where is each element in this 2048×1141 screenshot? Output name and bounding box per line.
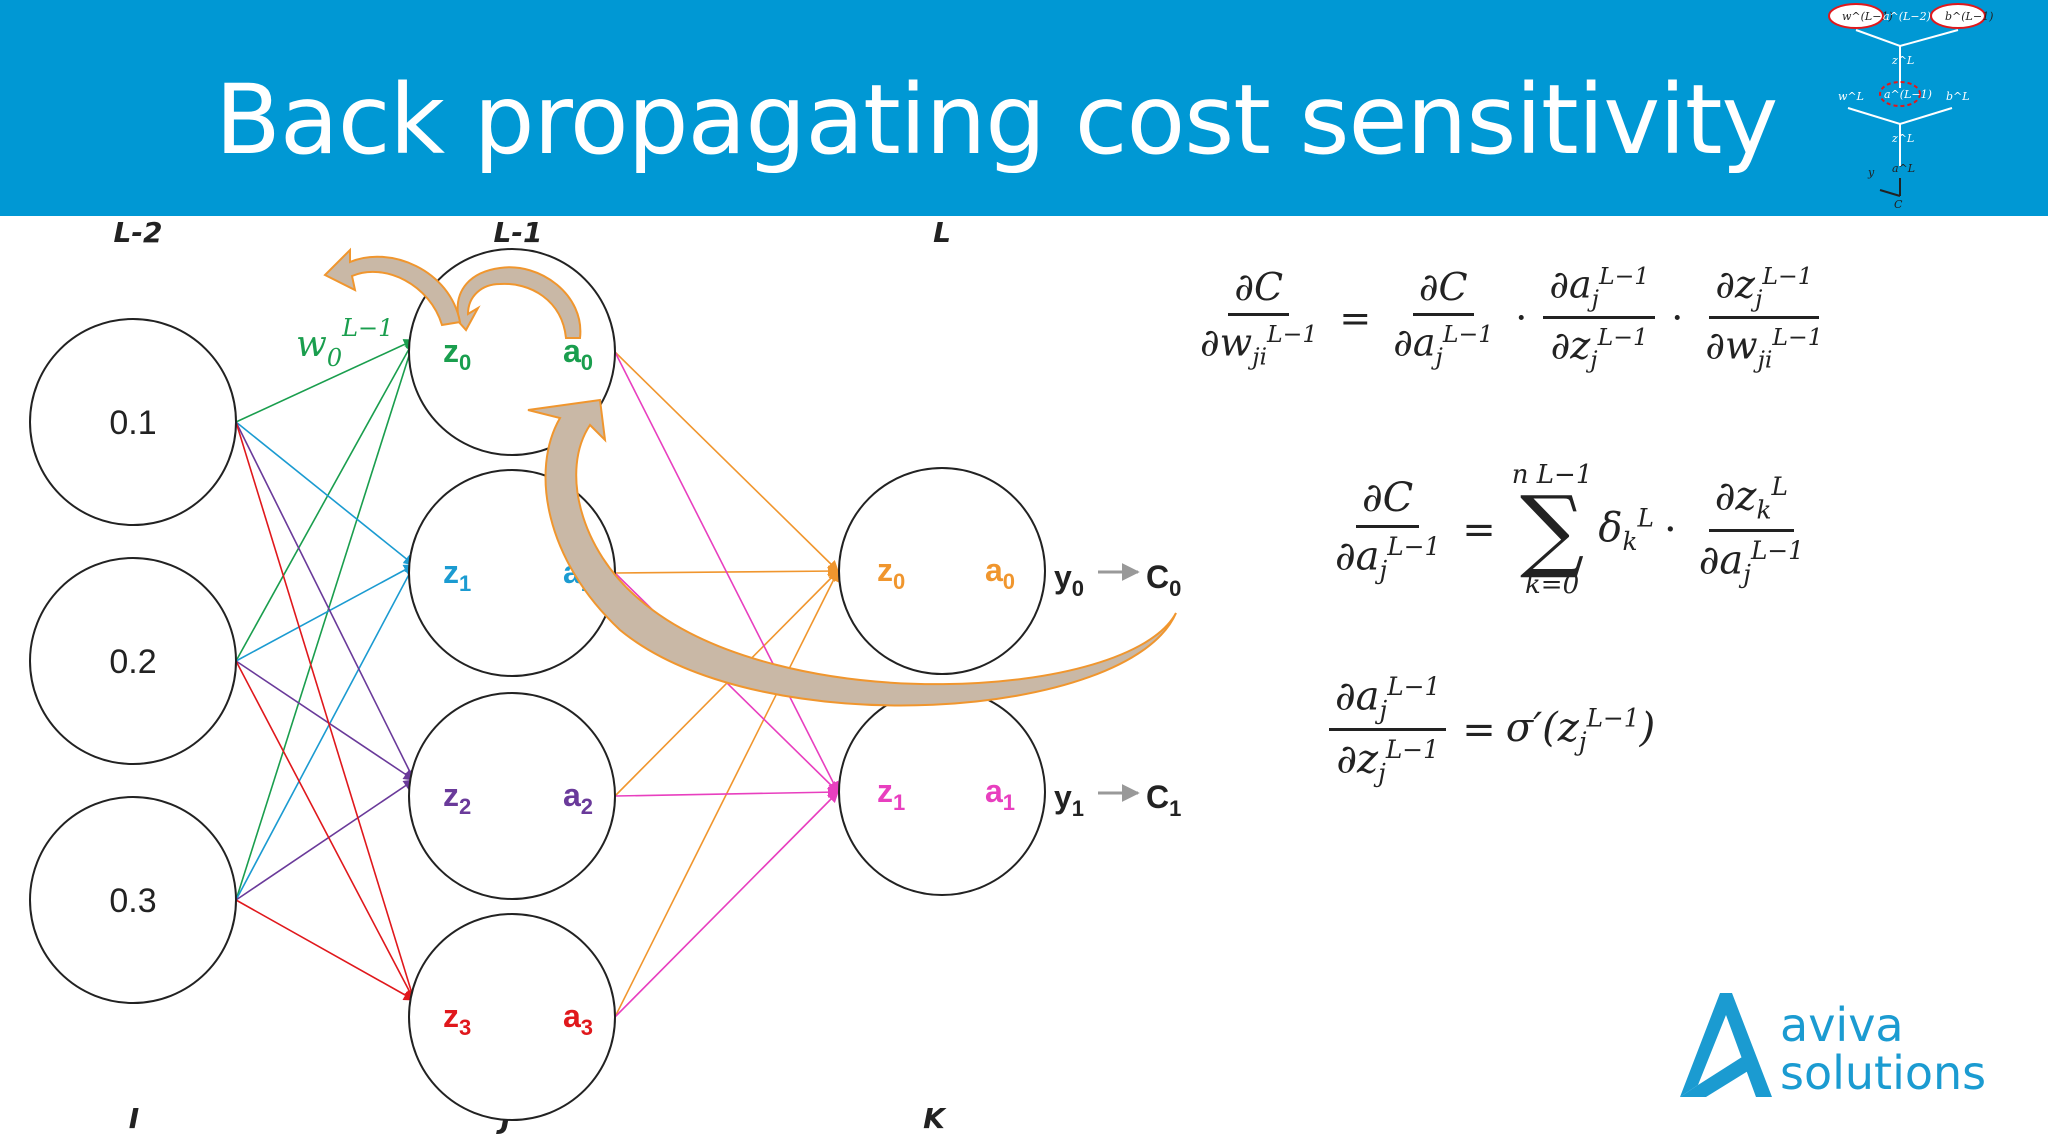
weight-connections (235, 338, 840, 1018)
mini-node-a-l-1 (1879, 81, 1921, 107)
aviva-solutions-logo: aviva solutions (1672, 985, 2002, 1105)
mini-label-w-l: w^L (1838, 90, 1864, 103)
edge-hidden-2-to-output-1 (614, 786, 840, 798)
sum-upper-limit: n L−1 (1511, 460, 1593, 490)
mini-label-y: y (1867, 166, 1875, 179)
logo-text-aviva: aviva (1780, 998, 1904, 1052)
output-a-1: a1 (985, 773, 1015, 815)
mini-label-a-l-2: a^(L−2) (1883, 10, 1931, 23)
mini-label-b-l-1: b^(L−1) (1945, 10, 1993, 23)
layer-label-l-2: L-2 (114, 216, 163, 249)
edge-input-2-to-hidden-2 (235, 779, 415, 901)
edge-input-2-to-hidden-0 (235, 338, 417, 901)
slide-title: Back propagating cost sensitivity (215, 64, 1778, 176)
input-node-0 (29, 318, 237, 526)
logo-mark-icon: aviva solutions (1680, 993, 1986, 1100)
edge-input-1-to-hidden-1 (235, 564, 415, 662)
output-cost-1: C1 (1146, 779, 1181, 821)
edge-input-2-to-hidden-3 (235, 899, 415, 1001)
edge-hidden-3-to-output-1 (614, 791, 839, 1018)
edge-input-0-to-hidden-1 (235, 421, 415, 566)
output-node-0 (838, 467, 1046, 675)
mini-label-b-l: b^L (1946, 90, 1970, 103)
mini-node-b-l-1 (1930, 3, 1986, 29)
mini-computational-graph: w^(L−1) a^(L−2) b^(L−1) z^L w^L a^(L−1) … (1828, 3, 1993, 211)
edge-hidden-0-to-output-1 (614, 351, 839, 793)
output-a-0: a0 (985, 552, 1015, 594)
edge-input-0-to-hidden-0 (235, 339, 416, 423)
edge-input-0-to-hidden-3 (235, 421, 417, 1002)
z0-to-weight-arrow (323, 247, 462, 327)
hidden-z-1: z1 (443, 554, 471, 596)
sum-lower-limit: k=0 (1525, 570, 1580, 600)
edge-input-1-to-hidden-0 (235, 339, 415, 662)
output-y-1: y1 (1054, 779, 1084, 821)
input-node-2 (29, 796, 237, 1004)
edge-hidden-0-to-output-0 (614, 351, 839, 572)
equation-chain-rule-weight: ∂C∂wjiL−1=∂C∂ajL−1·∂ajL−1∂zjL−1·∂zjL−1∂w… (1200, 262, 1823, 374)
layer-label-l-1: L-1 (494, 216, 543, 249)
logo-text-solutions: solutions (1780, 1046, 1986, 1100)
output-z-1: z1 (877, 773, 905, 815)
weight-label: w0L−1 (296, 314, 393, 372)
input-value-2: 0.3 (109, 882, 156, 920)
output-y-0: y0 (1054, 559, 1084, 601)
input-value-1: 0.2 (109, 643, 156, 681)
mini-label-z-l-2: z^L (1891, 132, 1914, 145)
large-backprop-arrow (527, 398, 1177, 707)
hidden-node-3 (408, 913, 616, 1121)
hidden-a-2: a2 (563, 777, 593, 819)
layer-index-i: I (129, 1102, 139, 1135)
output-cost-0: C0 (1146, 559, 1181, 601)
mini-label-a-l: a^L (1892, 162, 1915, 175)
backprop-arrows (323, 247, 1177, 707)
edge-input-2-to-hidden-1 (235, 564, 415, 901)
mini-node-w-l-1 (1828, 3, 1884, 29)
title-banner (0, 0, 2048, 216)
input-value-0: 0.1 (109, 404, 156, 442)
hidden-z-2: z2 (443, 777, 471, 819)
edge-input-1-to-hidden-2 (235, 660, 415, 781)
mini-label-z-l-1: z^L (1891, 54, 1914, 67)
input-node-1 (29, 557, 237, 765)
edge-input-1-to-hidden-3 (235, 660, 415, 1001)
hidden-z-0: z0 (443, 333, 471, 375)
mini-label-w-l-1: w^(L−1) (1842, 10, 1893, 23)
layer-index-k: K (923, 1102, 947, 1135)
layer-label-l: L (933, 216, 951, 249)
hidden-node-2 (408, 692, 616, 900)
equation-sigma-derivative: ∂ajL−1∂zjL−1=σ′(zjL−1) (1323, 672, 1655, 788)
hidden-a-3: a3 (563, 998, 593, 1040)
mini-label-a-l-1: a^(L−1) (1884, 88, 1932, 101)
mini-label-c: C (1894, 198, 1903, 211)
output-z-0: z0 (877, 552, 905, 594)
edge-input-0-to-hidden-2 (235, 421, 415, 782)
hidden-z-3: z3 (443, 998, 471, 1040)
hidden-a-0: a0 (563, 333, 593, 375)
